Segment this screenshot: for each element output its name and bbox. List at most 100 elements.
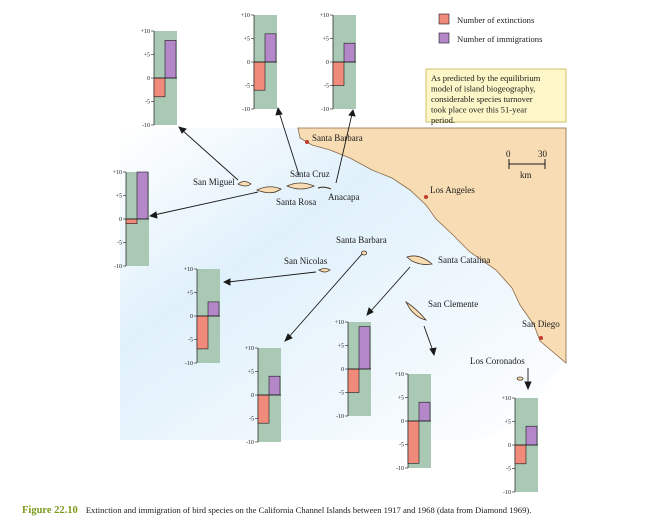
y-tick-label: +10 [245,346,254,352]
panel-san-nicolas: +10+50-5-10 [184,267,220,367]
y-tick-label: 0 [341,367,344,373]
y-tick-label: +5 [398,396,404,402]
scale-bar: 0 30 km [506,149,548,180]
panel-santa-barbara: +10+50-5-10 [245,346,281,446]
y-tick-label: +10 [113,170,122,176]
extinction-bar [153,77,166,98]
y-tick-label: +5 [338,344,344,350]
y-tick-label: -10 [396,466,404,472]
immigration-bar [164,40,177,79]
y-tick-label: 0 [508,443,511,449]
y-tick-label: +10 [141,29,150,35]
extinction-bar [514,444,527,465]
y-tick-label: 0 [251,393,254,399]
extinction-bar [332,61,345,86]
y-tick-label: +10 [184,267,193,273]
island-san-miguel [237,181,252,187]
immigration-bar [264,33,277,63]
immigration-bar [358,326,371,370]
immigration-bar [268,375,281,396]
mainland [297,127,567,364]
island-los-coronados [516,376,524,381]
annotation-box [425,68,567,123]
y-tick-label: +5 [248,370,254,376]
legend-label-immigrations: Number of immigrations [457,34,543,44]
label-santa-catalina: Santa Catalina [438,255,490,265]
figure-number: Figure 22.10 [22,505,78,516]
extinction-bar [407,420,420,464]
immigration-bar [207,301,220,317]
y-tick-label: 0 [401,419,404,425]
label-san-clemente: San Clemente [428,299,478,309]
panel-anacapa: +10+50-5-10 [320,13,356,113]
y-tick-label: -5 [324,84,329,90]
immigration-bar [525,425,538,446]
y-tick-label: -10 [185,361,193,367]
legend-swatch-extinctions [438,13,450,25]
island-santa-cruz [286,182,315,190]
island-san-clemente [404,300,428,321]
panel-santa-rosa: +10+50-5-10 [113,170,149,270]
island-santa-rosa [256,186,282,194]
label-los-angeles: Los Angeles [430,185,475,195]
scale-start: 0 [506,149,511,159]
santa-barbara-dot [305,140,309,144]
caption-text: Extinction and immigration of bird speci… [85,505,532,515]
y-tick-label: +5 [323,37,329,43]
island-santa-barbara [361,250,367,256]
y-tick-label: -5 [506,467,511,473]
arrows [148,106,532,391]
bar-panels: +10 +5 0 -5 -10 +10 +5 0 -5 -10 +10 +5 0 -5 -10 +10 +5 0 -… [113,13,538,496]
immigration-bar [418,401,431,422]
island-santa-catalina [406,255,433,265]
label-santa-rosa: Santa Rosa [276,197,316,207]
immigration-bar [136,171,149,220]
y-tick-label: -5 [245,84,250,90]
legend-label-extinctions: Number of extinctions [457,15,535,25]
islands [237,181,524,381]
y-tick-label: 0 [119,217,122,223]
panel-santa-cruz: +10+50-5-10 [241,13,277,113]
y-tick-label: +10 [395,372,404,378]
y-tick-label: -5 [339,391,344,397]
panel-san-clemente: +10 +5 0 -5 -10 [395,372,431,472]
island-anacapa [317,186,332,190]
y-tick-label: -10 [242,107,250,113]
legend-swatch-immigrations [438,32,450,44]
panel-san-miguel: +10+50-5-10 [141,29,177,129]
label-san-miguel: San Miguel [193,177,235,187]
y-tick-label: -10 [336,414,344,420]
label-santa-cruz: Santa Cruz [290,169,330,179]
los-angeles-dot [424,195,428,199]
extinction-bar [125,218,138,224]
y-tick-label: -5 [145,100,150,106]
y-tick-label: +5 [187,291,193,297]
scale-end: 30 [538,149,548,159]
y-tick-label: 0 [147,76,150,82]
label-san-diego: San Diego [522,319,560,329]
san-diego-dot [539,336,543,340]
extinction-bar [347,368,360,393]
scale-unit: km [520,170,532,180]
y-tick-label: 0 [326,60,329,66]
y-tick-label: +10 [241,13,250,19]
y-tick-label: +10 [335,320,344,326]
y-tick-label: -5 [399,443,404,449]
extinction-bar [196,315,209,350]
panel-santa-catalina: +10 +5 0 -5 -10 [335,320,371,420]
label-san-nicolas: San Nicolas [284,256,328,266]
y-tick-label: +5 [505,420,511,426]
extinction-bar [257,394,270,424]
y-tick-label: +10 [502,396,511,402]
extinction-bar [253,61,266,91]
label-los-coronados: Los Coronados [470,356,525,366]
panel-los-coronados: +10+50-5-10 [502,396,538,496]
figure-caption: Figure 22.10 Extinction and immigration o… [22,505,642,516]
y-tick-label: +5 [244,37,250,43]
y-tick-label: +5 [116,194,122,200]
y-tick-label: -10 [114,264,122,270]
y-tick-label: -10 [246,440,254,446]
y-tick-label: +10 [320,13,329,19]
